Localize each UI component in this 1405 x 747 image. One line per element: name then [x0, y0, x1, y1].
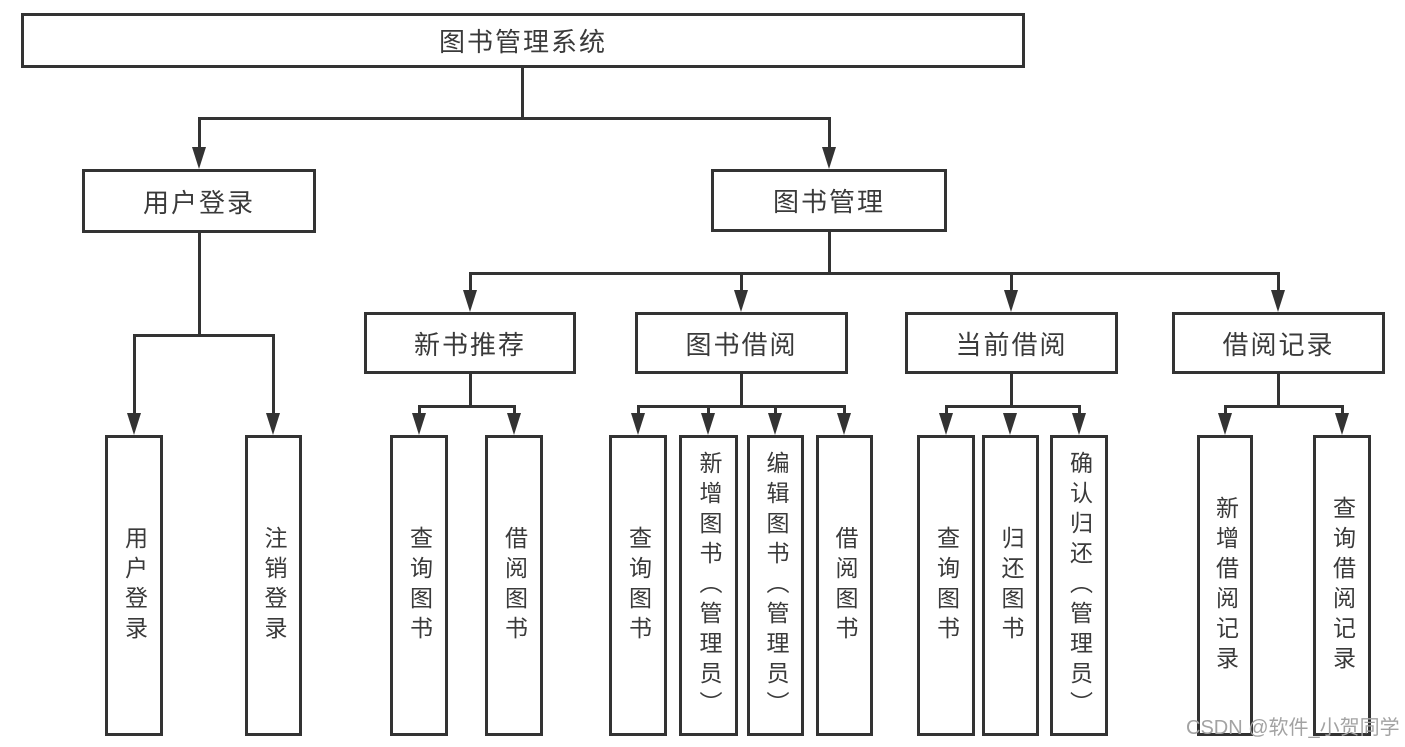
connector-line: [198, 233, 201, 337]
connector-line: [637, 405, 640, 416]
connector-line: [843, 405, 846, 416]
node-label: 新书推荐: [413, 329, 526, 360]
arrowhead-down-icon: [412, 413, 426, 435]
leaf-label: 借阅图书: [501, 525, 528, 646]
leaf-label: 查询图书: [406, 525, 433, 646]
leaf-nb-borrow-books: 借阅图书: [485, 435, 543, 736]
arrowhead-down-icon: [127, 413, 141, 435]
connector-line: [418, 405, 516, 408]
leaf-label: 新增借阅记录: [1212, 495, 1239, 676]
connector-line: [828, 232, 831, 275]
connector-line: [774, 405, 777, 416]
connector-line: [945, 405, 1081, 408]
arrowhead-down-icon: [701, 413, 715, 435]
connector-line: [469, 272, 1280, 275]
connector-line: [469, 272, 472, 293]
leaf-bb-borrow-books: 借阅图书: [816, 435, 873, 736]
leaf-bb-query-books: 查询图书: [609, 435, 667, 736]
connector-line: [1010, 272, 1013, 293]
connector-line: [133, 334, 136, 416]
connector-line: [1277, 272, 1280, 293]
node-label: 当前借阅: [955, 329, 1068, 360]
arrowhead-down-icon: [192, 147, 206, 169]
node-label: 图书借阅: [685, 329, 798, 360]
connector-line: [272, 334, 275, 416]
node-book-borrow: 图书借阅: [635, 312, 848, 374]
connector-line: [1224, 405, 1344, 408]
connector-line: [740, 272, 743, 293]
leaf-user-login: 用户登录: [105, 435, 163, 736]
leaf-label: 借阅图书: [832, 525, 858, 646]
arrowhead-down-icon: [1335, 413, 1349, 435]
leaf-bb-edit-books-admin: 编辑图书（管理员）: [747, 435, 804, 736]
csdn-watermark: CSDN @软件_小贺同学: [1186, 717, 1400, 739]
connector-line: [740, 374, 743, 408]
connector-line: [198, 117, 831, 120]
leaf-label: 查询借阅记录: [1329, 495, 1356, 676]
node-label: 用户登录: [142, 187, 255, 218]
leaf-cb-confirm-return-admin: 确认归还（管理员）: [1050, 435, 1108, 736]
arrowhead-down-icon: [837, 413, 851, 435]
connector-line: [513, 405, 516, 416]
leaf-label: 查询图书: [933, 525, 960, 646]
leaf-cb-return-books: 归还图书: [982, 435, 1039, 736]
connector-line: [1010, 374, 1013, 408]
leaf-label: 注销登录: [261, 525, 287, 646]
node-user-login: 用户登录: [82, 169, 316, 233]
leaf-br-query-record: 查询借阅记录: [1313, 435, 1371, 736]
node-label: 图书管理: [772, 187, 885, 217]
arrowhead-down-icon: [734, 290, 748, 312]
connector-line: [637, 405, 846, 408]
arrowhead-down-icon: [463, 290, 477, 312]
leaf-br-add-record: 新增借阅记录: [1197, 435, 1253, 736]
node-label: 借阅记录: [1222, 329, 1335, 360]
arrowhead-down-icon: [507, 413, 521, 435]
leaf-label: 用户登录: [121, 525, 148, 646]
connector-line: [707, 405, 710, 416]
leaf-label: 查询图书: [625, 525, 652, 646]
leaf-label: 新增图书（管理员）: [696, 450, 722, 721]
connector-line: [1341, 405, 1344, 416]
arrowhead-down-icon: [1218, 413, 1232, 435]
arrowhead-down-icon: [1003, 413, 1017, 435]
node-system-root: 图书管理系统: [21, 13, 1025, 68]
arrowhead-down-icon: [1271, 290, 1285, 312]
connector-line: [418, 405, 421, 416]
connector-line: [1277, 374, 1280, 408]
connector-line: [1224, 405, 1227, 416]
connector-line: [945, 405, 948, 416]
leaf-label: 编辑图书（管理员）: [763, 450, 789, 721]
connector-line: [198, 117, 201, 150]
arrowhead-down-icon: [266, 413, 280, 435]
leaf-cb-query-books: 查询图书: [917, 435, 975, 736]
arrowhead-down-icon: [1072, 413, 1086, 435]
leaf-label: 确认归还（管理员）: [1066, 450, 1093, 721]
node-borrow-record: 借阅记录: [1172, 312, 1385, 374]
arrowhead-down-icon: [631, 413, 645, 435]
arrowhead-down-icon: [1004, 290, 1018, 312]
connector-line: [133, 334, 275, 337]
leaf-bb-add-books-admin: 新增图书（管理员）: [679, 435, 738, 736]
arrowhead-down-icon: [822, 147, 836, 169]
connector-line: [828, 117, 831, 150]
node-book-management: 图书管理: [711, 169, 947, 232]
node-new-book-recommend: 新书推荐: [364, 312, 576, 374]
connector-line: [469, 374, 472, 408]
leaf-nb-query-books: 查询图书: [390, 435, 448, 736]
arrowhead-down-icon: [768, 413, 782, 435]
leaf-label: 归还图书: [998, 525, 1024, 646]
connector-line: [1078, 405, 1081, 416]
node-label: 图书管理系统: [438, 27, 607, 57]
arrowhead-down-icon: [939, 413, 953, 435]
connector-line: [521, 68, 524, 120]
leaf-logout: 注销登录: [245, 435, 302, 736]
node-current-borrow: 当前借阅: [905, 312, 1118, 374]
